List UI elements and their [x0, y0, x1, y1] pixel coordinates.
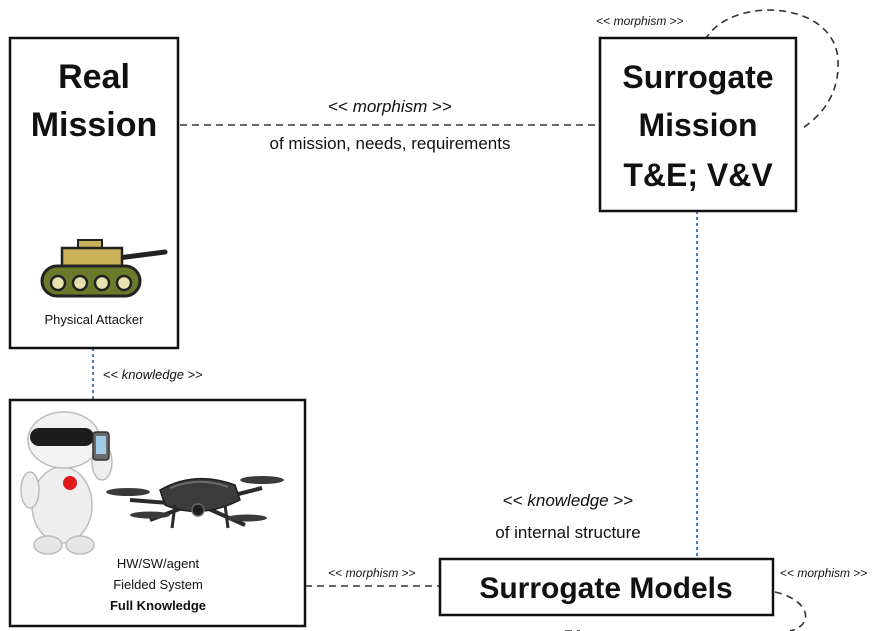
label-mission-to-models-stereotype: << knowledge >> [503, 491, 634, 510]
fielded-system-line1: HW/SW/agent [117, 556, 200, 571]
fielded-system-line3: Full Knowledge [110, 598, 206, 613]
stereotype-word: knowledge [122, 367, 184, 382]
label-real-to-surrogate-description: of mission, needs, requirements [270, 134, 511, 153]
surrogate-mission-title-line1: Surrogate [622, 59, 773, 95]
connector-models-self-loop [565, 591, 807, 631]
stereotype-word: morphism [346, 566, 399, 580]
stereotype-word: knowledge [527, 491, 608, 510]
label-models-self: << morphism >> [780, 566, 867, 580]
real-mission-title-line2: Mission [31, 106, 158, 144]
stereotype-word: morphism [614, 14, 667, 28]
surrogate-mission-box [598, 36, 798, 213]
surrogate-models-title: Surrogate Models [479, 572, 732, 605]
label-real-to-fielded: << knowledge >> [103, 367, 203, 382]
stereotype-word: morphism [353, 97, 428, 116]
real-mission-caption: Physical Attacker [45, 312, 145, 327]
robot-drone-illustration [20, 411, 284, 555]
label-mission-to-models-description: of internal structure [495, 523, 641, 542]
label-fielded-to-models: << morphism >> [328, 566, 415, 580]
label-surrogate-mission-self: << morphism >> [596, 14, 683, 28]
tank-icon [40, 239, 168, 298]
fielded-system-line2: Fielded System [113, 577, 203, 592]
label-real-to-surrogate-stereotype: << morphism >> [328, 97, 452, 116]
surrogate-models-box [438, 557, 775, 617]
surrogate-mission-title-line2: Mission [638, 107, 757, 143]
connector-surrogate-mission-self-loop [704, 9, 839, 131]
surrogate-mission-title-line3: T&E; V&V [623, 157, 773, 193]
real-mission-title-line1: Real [58, 58, 130, 96]
stereotype-word: morphism [797, 566, 850, 580]
